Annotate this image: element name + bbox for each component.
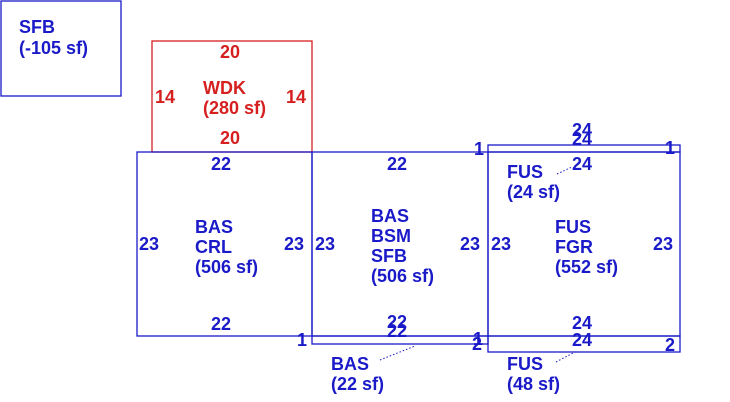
fus-bottom-strip-dimension: 24 <box>572 330 592 350</box>
bas-bsm-sfb-bottom-dimension: 22 <box>387 312 407 332</box>
bas-bsm-sfb-right-dimension: 23 <box>460 234 480 254</box>
bas-bottom-strip-end-top: 1 <box>473 329 483 349</box>
fus-bottom-strip-end: 2 <box>665 335 675 355</box>
sfb-detached-code: SFB <box>19 17 55 37</box>
bas-crl-left-dimension: 23 <box>139 234 159 254</box>
bas-strip-area: (22 sf) <box>331 374 384 394</box>
fus-fgr-code-2: FGR <box>555 237 593 257</box>
bas-strip-leader <box>379 345 416 361</box>
fus-fgr-bottom-dimension: 24 <box>572 313 592 333</box>
fus-strip-leader <box>555 351 576 363</box>
fus-bottom-strip-outline <box>487 335 681 353</box>
bas-bottom-strip-end-bottom: 2 <box>472 334 482 354</box>
bas-bsm-sfb-code-1: BAS <box>371 206 409 226</box>
bas-bsm-sfb-code-3: SFB <box>371 246 407 266</box>
bas-bsm-sfb-top-dimension: 22 <box>387 154 407 174</box>
bas-crl-top-dimension: 22 <box>211 154 231 174</box>
wdk-right-dimension: 14 <box>286 87 306 107</box>
wdk-top-dimension: 20 <box>220 42 240 62</box>
fus-small-code: FUS <box>507 162 543 182</box>
fus-fgr-area: (552 sf) <box>555 257 618 277</box>
wdk-left-dimension: 14 <box>155 87 175 107</box>
wdk-code: WDK <box>203 78 246 98</box>
fus-small-leader <box>556 166 573 175</box>
fus-small-area: (24 sf) <box>507 182 560 202</box>
sfb-detached-area: (-105 sf) <box>19 38 88 58</box>
fus-small-inner-dimension: 24 <box>572 154 592 174</box>
fus-fgr-left-dimension: 23 <box>491 234 511 254</box>
fus-top-strip-left-dimension: 1 <box>474 139 484 159</box>
fus-fgr-right-dimension: 23 <box>653 234 673 254</box>
sfb-detached-outline <box>0 0 122 97</box>
bas-strip-code: BAS <box>331 354 369 374</box>
fus-top-strip-dimension: 24 <box>572 120 592 140</box>
bas-bottom-strip-left-dimension: 1 <box>297 330 307 350</box>
bas-crl-bottom-dimension: 22 <box>211 314 231 334</box>
fus-top-strip-right-dimension: 1 <box>665 138 675 158</box>
bas-crl-area: (506 sf) <box>195 257 258 277</box>
fus-strip-code: FUS <box>507 354 543 374</box>
fus-top-strip-inner-dimension: 24 <box>572 129 592 149</box>
bas-bsm-sfb-area: (506 sf) <box>371 266 434 286</box>
bas-bsm-sfb-code-2: BSM <box>371 226 411 246</box>
fus-top-strip-outline <box>487 144 681 153</box>
bas-crl-code-1: BAS <box>195 217 233 237</box>
bas-bottom-strip-dimension: 22 <box>387 321 407 341</box>
bas-bsm-sfb-left-dimension: 23 <box>315 234 335 254</box>
wdk-area: (280 sf) <box>203 98 266 118</box>
bas-crl-code-2: CRL <box>195 237 232 257</box>
wdk-bottom-dimension: 20 <box>220 128 240 148</box>
fus-strip-area: (48 sf) <box>507 374 560 394</box>
fus-fgr-code-1: FUS <box>555 217 591 237</box>
bas-crl-right-dimension: 23 <box>284 234 304 254</box>
